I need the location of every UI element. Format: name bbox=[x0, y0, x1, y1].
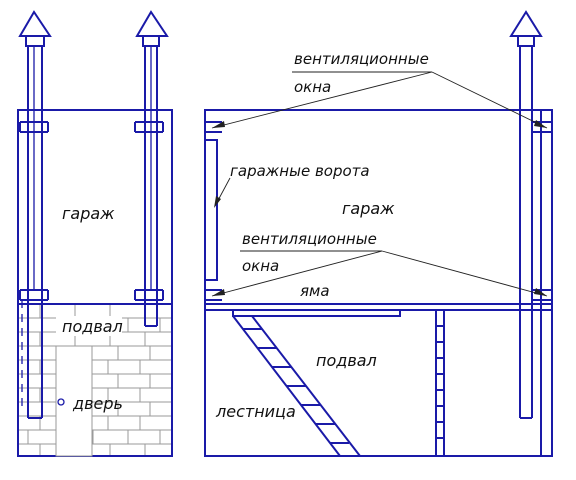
pit-label: яма bbox=[300, 282, 330, 300]
stairs-label: лестница bbox=[215, 402, 296, 421]
garage-gates bbox=[204, 139, 218, 281]
ladder bbox=[435, 310, 445, 456]
right-view: вентиляционные окна гаражные ворота гара… bbox=[204, 10, 553, 457]
left-view: гараж подвал дверь bbox=[17, 10, 173, 457]
left-basement-label-bg bbox=[56, 316, 122, 336]
vent-pipe-right bbox=[509, 10, 552, 456]
vent-pipe-left-1 bbox=[18, 10, 52, 419]
right-building-outline bbox=[204, 109, 553, 457]
pit-outline bbox=[232, 310, 401, 317]
left-garage-label: гараж bbox=[62, 204, 115, 223]
stairs bbox=[232, 315, 361, 457]
leader-lines bbox=[211, 71, 548, 297]
vent-windows-right-view-left bbox=[205, 121, 222, 301]
right-basement-label: подвал bbox=[316, 351, 377, 370]
door-handle bbox=[57, 398, 65, 406]
garage-gates-label: гаражные ворота bbox=[230, 162, 370, 180]
left-building-outline bbox=[17, 109, 173, 457]
vent-windows-bottom-label-line1: вентиляционные bbox=[242, 230, 377, 248]
left-basement-label: подвал bbox=[62, 317, 123, 336]
vent-pipe-left-2 bbox=[134, 10, 169, 327]
vent-windows-bottom-label-line2: окна bbox=[242, 257, 279, 275]
door-label: дверь bbox=[72, 394, 123, 413]
vent-windows-top-label-line2: окна bbox=[294, 78, 331, 96]
right-garage-label: гараж bbox=[342, 199, 395, 218]
vent-windows-top-label-line1: вентиляционные bbox=[294, 50, 429, 68]
